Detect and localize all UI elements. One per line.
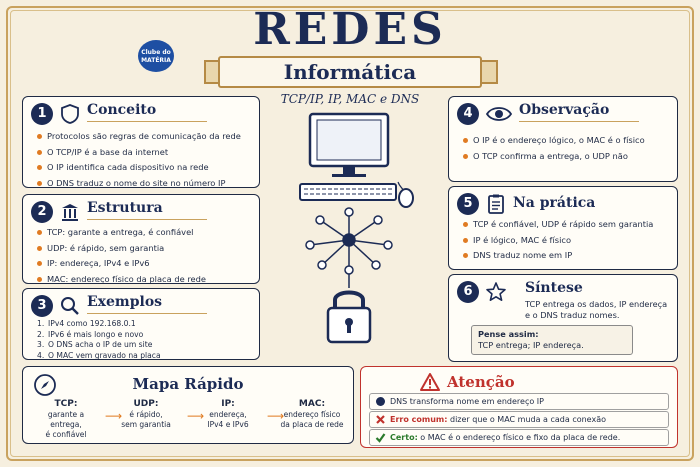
card-atencao: Atenção DNS transforma nome em endereço … — [360, 366, 678, 448]
card-number: 1 — [31, 103, 53, 125]
subtitle: TCP/IP, IP, MAC e DNS — [280, 92, 420, 106]
card-list: Protocolos são regras de comunicação da … — [37, 129, 241, 191]
list-item: O TCP/IP é a base da internet — [37, 145, 241, 161]
clipboard-icon — [485, 193, 507, 215]
card-number: 3 — [31, 295, 53, 317]
mapa-item-udp: UDP:é rápido,sem garantia — [121, 399, 171, 429]
card-conceito: 1 Conceito Protocolos são regras de comu… — [22, 96, 260, 188]
pense-assim-box: Pense assim: TCP entrega; IP endereça. — [471, 325, 633, 355]
arrow-right-icon: ⟶ — [105, 409, 123, 423]
mapa-item-ip: IP:endereça,IPv4 e IPv6 — [207, 399, 249, 429]
outer-frame — [6, 6, 694, 461]
atencao-row: DNS transforma nome em endereço IP — [369, 393, 669, 410]
card-number: 2 — [31, 201, 53, 223]
list-item: Protocolos são regras de comunicação da … — [37, 129, 241, 145]
mouse-icon — [397, 181, 414, 208]
logo-line-1: Clube do — [141, 49, 171, 56]
title-underline — [87, 121, 207, 122]
page-title: REDES — [253, 4, 447, 55]
inner-frame — [10, 10, 690, 457]
list-item: O TCP confirma a entrega, o UDP não — [463, 149, 645, 165]
synthesis-line: TCP entrega os dados, IP endereça — [525, 299, 668, 309]
card-title: Exemplos — [87, 294, 163, 310]
atencao-row: Erro comum: dizer que o MAC muda a cada … — [369, 411, 669, 428]
list-item: DNS traduz nome em IP — [463, 248, 653, 264]
mapa-title: Mapa Rápido — [132, 375, 244, 393]
list-item: O IP identifica cada dispositivo na rede — [37, 160, 241, 176]
keyboard-icon — [299, 183, 397, 201]
card-title: Conceito — [87, 102, 157, 118]
list-item: 1.IPv4 como 192.168.0.1 — [37, 319, 136, 328]
pense-text: TCP entrega; IP endereça. — [478, 340, 584, 350]
card-title: Observação — [519, 102, 610, 118]
pense-label: Pense assim: — [478, 329, 539, 339]
magnifier-icon — [59, 295, 81, 317]
shield-icon — [59, 103, 81, 125]
warning-icon — [419, 372, 441, 392]
star-icon — [485, 281, 507, 303]
card-title: Na prática — [513, 195, 596, 211]
card-title: Estrutura — [87, 200, 163, 216]
list-item: 4.O MAC vem gravado na placa — [37, 350, 161, 360]
card-title: Síntese — [525, 280, 583, 296]
dot-icon — [375, 396, 386, 407]
atencao-row: Certo: o MAC é o endereço físico e fixo … — [369, 429, 669, 446]
pillar-icon — [59, 201, 81, 223]
card-estrutura: 2 Estrutura TCP: garante a entrega, é co… — [22, 194, 260, 284]
list-item: TCP: garante a entrega, é confiável — [37, 225, 206, 241]
card-numbered-list: 1.IPv4 como 192.168.0.1 2.IPv6 é mais lo… — [37, 319, 161, 361]
x-icon — [375, 414, 386, 425]
padlock-icon — [326, 290, 372, 344]
card-sintese: 6 Síntese TCP entrega os dados, IP ender… — [448, 274, 678, 362]
card-mapa-rapido: Mapa Rápido TCP:garante a entrega,é conf… — [22, 366, 354, 444]
atencao-title: Atenção — [447, 373, 515, 391]
computer-monitor-icon — [308, 112, 390, 177]
arrow-right-icon: ⟶ — [267, 409, 285, 423]
card-list: TCP é confiável, UDP é rápido sem garant… — [463, 217, 653, 264]
card-na-pratica: 5 Na prática TCP é confiável, UDP é rápi… — [448, 186, 678, 270]
logo: Clube do MATÉRIA — [138, 40, 174, 72]
list-item: O IP é o endereço lógico, o MAC é o físi… — [463, 133, 645, 149]
title-underline — [87, 219, 207, 220]
list-item: IP é lógico, MAC é físico — [463, 233, 653, 249]
synthesis-text: TCP entrega os dados, IP endereça e o DN… — [525, 299, 667, 321]
banner: Informática — [218, 56, 482, 88]
card-number: 5 — [457, 193, 479, 215]
card-list: O IP é o endereço lógico, o MAC é o físi… — [463, 133, 645, 164]
eye-icon — [485, 103, 513, 125]
arrow-right-icon: ⟶ — [187, 409, 205, 423]
title-underline — [87, 313, 207, 314]
list-item: O DNS traduz o nome do site no número IP — [37, 176, 241, 192]
network-hub-icon — [305, 207, 393, 288]
check-icon — [375, 432, 386, 443]
list-item: MAC: endereço físico da placa de rede — [37, 272, 206, 288]
list-item: UDP: é rápido, sem garantia — [37, 241, 206, 257]
synthesis-line: e o DNS traduz nomes. — [525, 310, 620, 320]
card-exemplos: 3 Exemplos 1.IPv4 como 192.168.0.1 2.IPv… — [22, 288, 260, 360]
card-observacao: 4 Observação O IP é o endereço lógico, o… — [448, 96, 678, 182]
logo-line-2: MATÉRIA — [141, 57, 171, 64]
card-number: 6 — [457, 281, 479, 303]
list-item: IP: endereça, IPv4 e IPv6 — [37, 256, 206, 272]
compass-icon — [33, 373, 57, 397]
card-number: 4 — [457, 103, 479, 125]
list-item: TCP é confiável, UDP é rápido sem garant… — [463, 217, 653, 233]
mapa-item-tcp: TCP:garante a entrega,é confiável — [45, 399, 87, 439]
network-illustration — [280, 110, 430, 360]
list-item: 3.O DNS acha o IP de um site — [37, 340, 153, 349]
list-item: 2.IPv6 é mais longo e novo — [37, 329, 144, 339]
card-list: TCP: garante a entrega, é confiável UDP:… — [37, 225, 206, 287]
title-underline — [519, 121, 639, 122]
